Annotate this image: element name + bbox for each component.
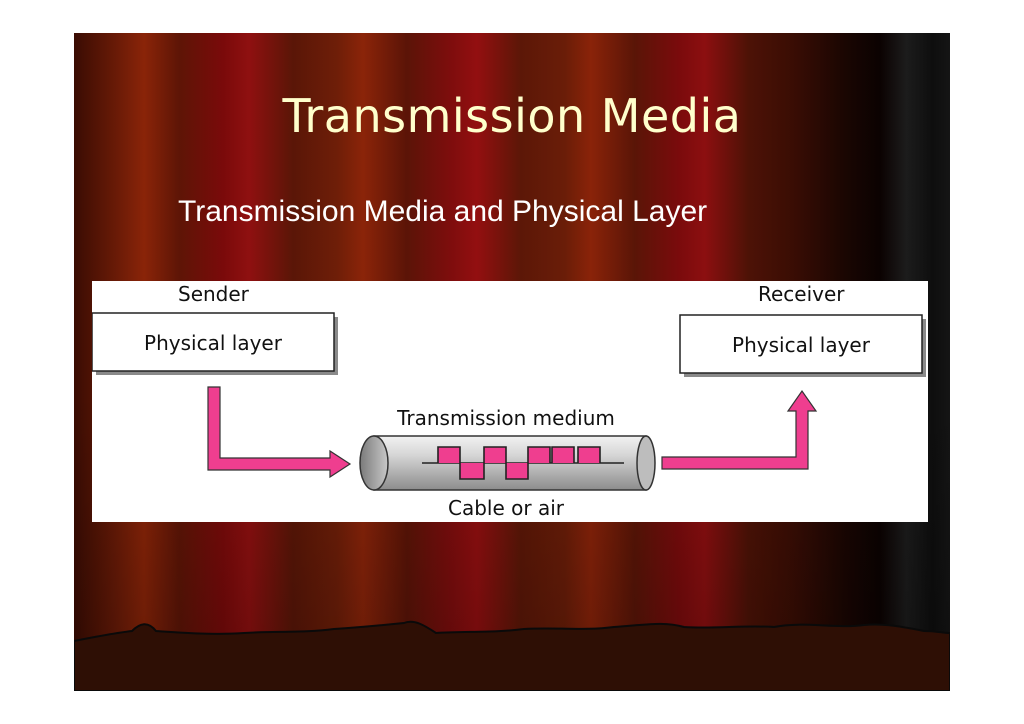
receiver-box-label: Physical layer [732,333,871,357]
medium-caption: Cable or air [448,496,565,520]
receiver-physical-layer-box: Physical layer [679,314,926,377]
physical-layer-diagram: Sender Physical layer Receiver Physical … [91,281,928,522]
medium-to-receiver-arrow [661,389,818,470]
sender-physical-layer-box: Physical layer [91,312,338,375]
slide-title: Transmission Media [282,89,742,143]
sender-label: Sender [178,282,250,306]
digital-signal-waveform [437,446,601,480]
slide-subtitle: Transmission Media and Physical Layer [178,195,708,228]
sender-box-label: Physical layer [144,331,283,355]
stage-floor-decoration [74,620,950,691]
diagram-canvas: Sender Physical layer Receiver Physical … [91,282,926,520]
slide: Transmission Media Transmission Media an… [74,33,950,691]
medium-label: Transmission medium [396,406,615,430]
sender-to-medium-arrow [207,386,352,479]
receiver-label: Receiver [758,282,845,306]
